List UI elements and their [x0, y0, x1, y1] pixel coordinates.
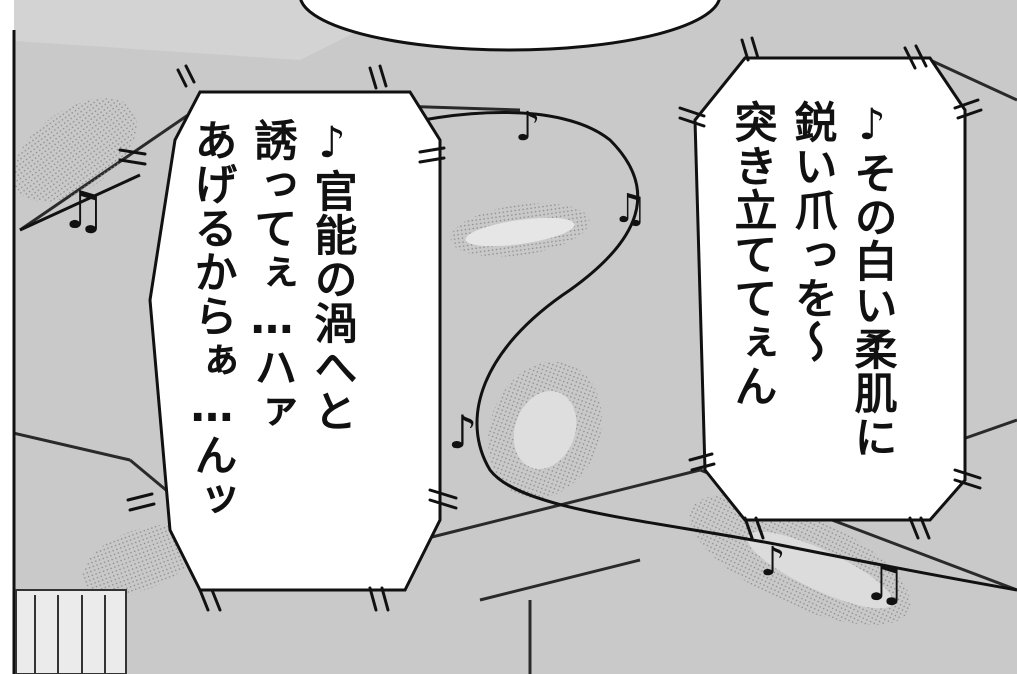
music-note: ♪ — [760, 539, 786, 585]
halftone-streaks — [13, 98, 911, 626]
music-note: ♫ — [60, 181, 107, 241]
music-notes: ♪ ♫ ♫ ♪ ♪ ♫ — [60, 104, 907, 612]
music-note: ♫ — [862, 554, 907, 612]
speech-line: ♪その白い柔肌に — [847, 100, 897, 459]
speech-text-left: ♪官能の渦へと 誘ってぇ…ハァ あげるからぁ…んッ — [182, 118, 362, 521]
panel-gutter-left — [0, 0, 14, 674]
curtain-art — [15, 589, 127, 674]
music-note: ♫ — [612, 186, 648, 232]
melody-line-left — [19, 173, 141, 232]
speech-line: ♪官能の渦へと — [307, 118, 357, 433]
speech-bubble-right — [678, 36, 983, 540]
speech-line: 鋭い爪っを〜 — [787, 100, 837, 364]
speech-line: あげるからぁ…んッ — [187, 118, 237, 521]
speech-line: 突き立ててぇん — [727, 100, 777, 408]
music-note: ♪ — [515, 104, 541, 150]
melody-line — [379, 111, 1017, 592]
music-note: ♪ — [448, 405, 477, 459]
speech-line: 誘ってぇ…ハァ — [247, 118, 297, 433]
speech-bubble-left — [118, 64, 458, 612]
top-bubble-fragment — [299, 0, 721, 52]
speech-text-right: ♪その白い柔肌に 鋭い爪っを〜 突き立ててぇん — [722, 100, 902, 459]
